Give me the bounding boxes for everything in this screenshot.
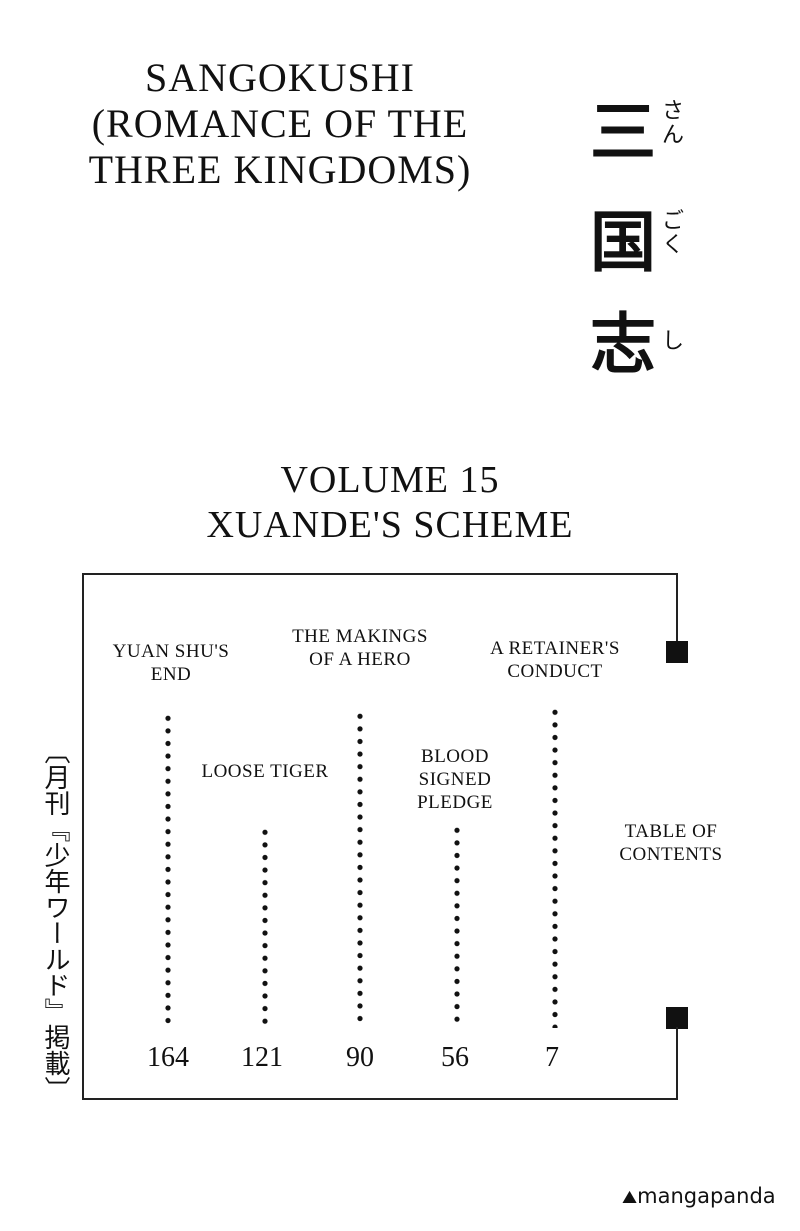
watermark-logo: ⛰mangapanda: [622, 1184, 776, 1208]
chapter-title: YUAN SHU'S END: [112, 641, 230, 685]
volume-number: VOLUME 15: [280, 459, 500, 501]
hat-icon: ⛰: [622, 1187, 638, 1208]
furigana-san: さん: [662, 99, 685, 148]
title-line: THREE KINGDOMS): [88, 147, 472, 192]
series-title: SANGOKUSHI (ROMANCE OF THE THREE KINGDOM…: [40, 55, 520, 193]
page-number: 90: [346, 1042, 374, 1073]
title-line: (ROMANCE OF THE: [91, 101, 469, 146]
toc-frame: [82, 573, 678, 1100]
page-number: 7: [545, 1042, 559, 1073]
watermark-text: mangapanda: [637, 1184, 776, 1208]
chapter-title: THE MAKINGS OF A HERO: [292, 626, 428, 670]
toc-label: TABLE OF CONTENTS: [619, 821, 723, 865]
serialization-note: 〔月刊『少年ワールド』掲載〕: [40, 738, 70, 1102]
dotted-leader: [552, 706, 558, 1028]
title-line: SANGOKUSHI: [144, 55, 416, 100]
kanji-goku: 国: [590, 204, 656, 281]
volume-subtitle: XUANDE'S SCHEME: [206, 504, 574, 546]
page-number: 121: [241, 1042, 283, 1073]
dotted-leader: [357, 710, 363, 1028]
volume-heading: VOLUME 15 XUANDE'S SCHEME: [150, 458, 630, 548]
page-number: 56: [441, 1042, 469, 1073]
furigana-goku: ごく: [662, 209, 685, 258]
furigana-shi: し: [662, 329, 685, 354]
kanji-san: 三: [590, 94, 656, 171]
frame-right-line: [676, 1027, 678, 1098]
chapter-title: BLOOD SIGNED PLEDGE: [417, 746, 493, 813]
square-marker: [666, 1007, 688, 1029]
chapter-title: LOOSE TIGER: [201, 761, 329, 782]
dotted-leader: [165, 712, 171, 1028]
chapter-title: A RETAINER'S CONDUCT: [490, 638, 620, 682]
frame-right-line: [676, 573, 678, 643]
dotted-leader: [262, 826, 268, 1028]
kanji-shi: 志: [590, 306, 656, 383]
page-number: 164: [147, 1042, 189, 1073]
dotted-leader: [454, 824, 460, 1028]
square-marker: [666, 641, 688, 663]
